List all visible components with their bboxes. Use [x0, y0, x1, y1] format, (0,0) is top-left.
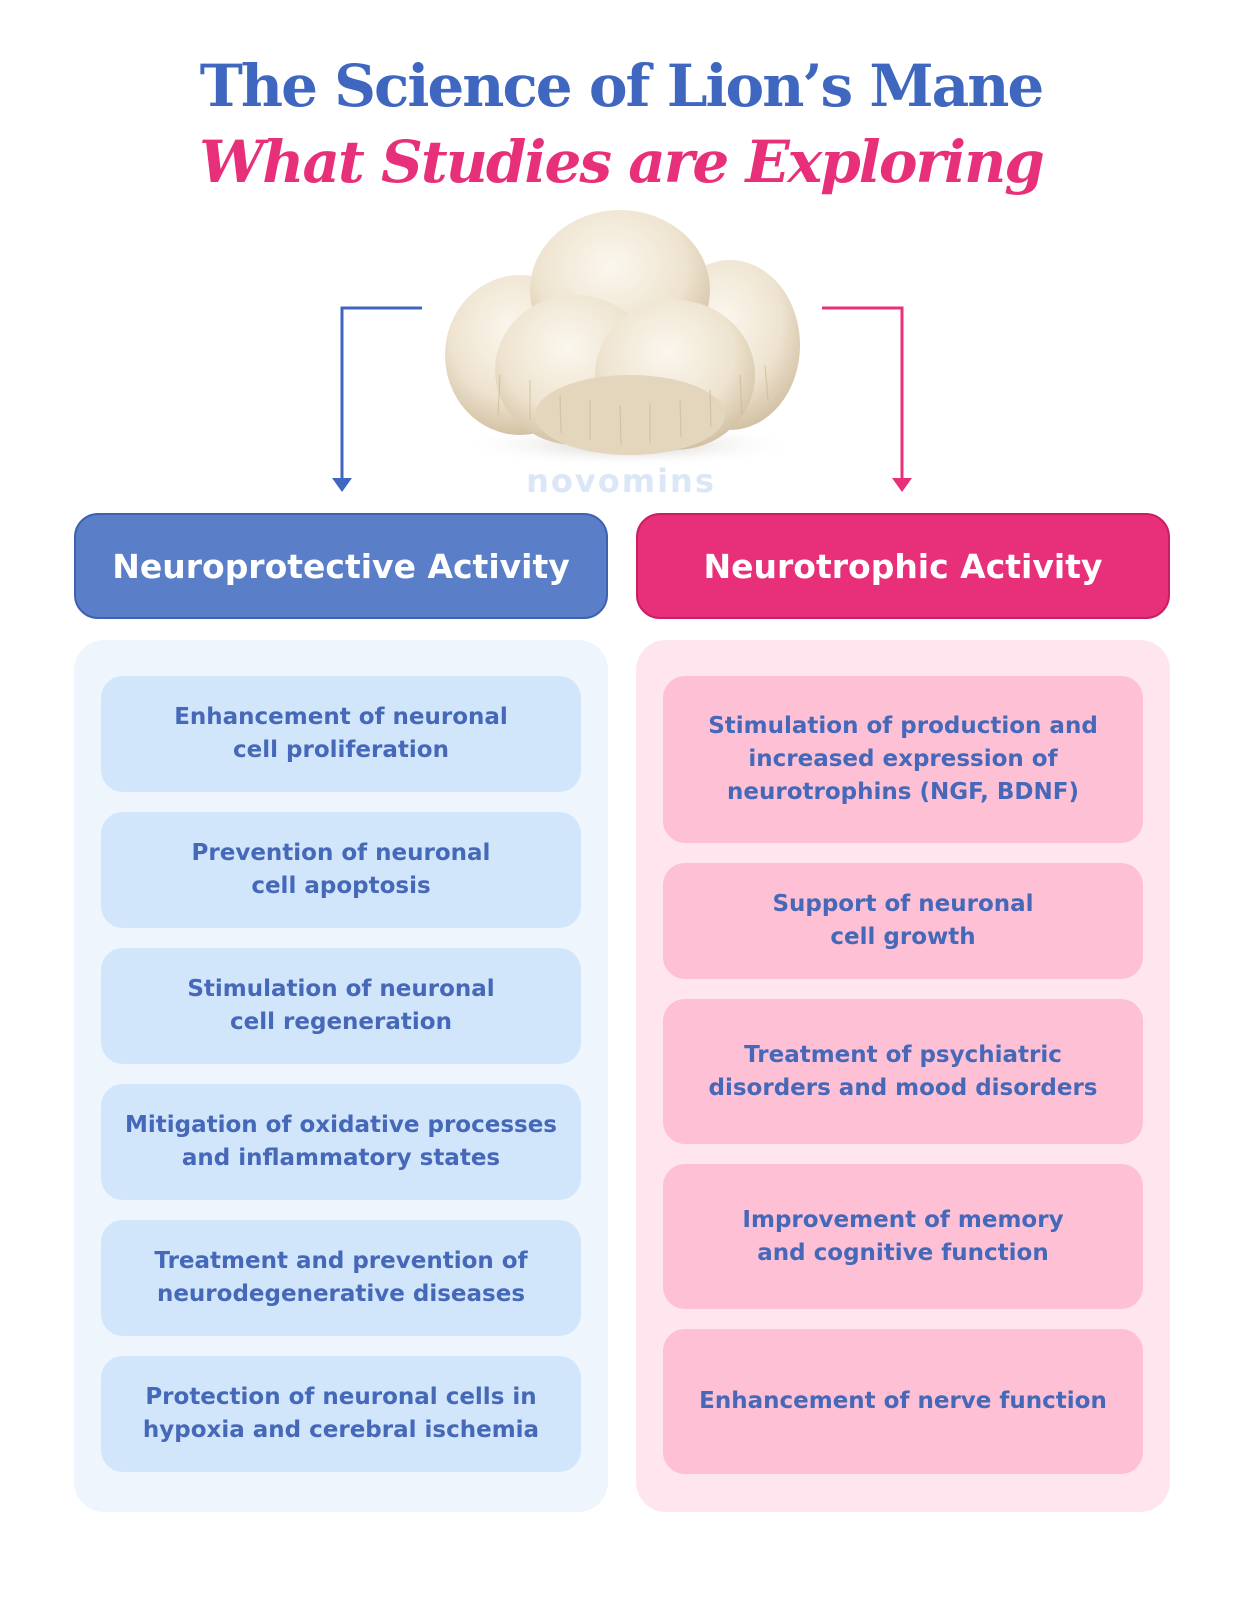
neuroprotective-item: Enhancement of neuronal cell proliferati… [101, 676, 581, 792]
neurotrophic-item: Stimulation of production and increased … [663, 676, 1143, 843]
brand-watermark: novomins [526, 462, 716, 500]
neuroprotective-item: Prevention of neuronal cell apoptosis [101, 812, 581, 928]
neuroprotective-item: Protection of neuronal cells in hypoxia … [101, 1356, 581, 1472]
title-line-1: The Science of Lion’s Mane [199, 52, 1045, 120]
neurotrophic-item: Enhancement of nerve function [663, 1329, 1143, 1474]
neurotrophic-item: Improvement of memory and cognitive func… [663, 1164, 1143, 1309]
title-line-2: What Studies are Exploring [199, 128, 1045, 196]
connector-arrows [332, 306, 912, 492]
neuroprotective-item: Treatment and prevention of neurodegener… [101, 1220, 581, 1336]
neuroprotective-panel: Enhancement of neuronal cell proliferati… [74, 640, 608, 1512]
neuroprotective-header: Neuroprotective Activity [74, 513, 608, 619]
right-connector-arrow [822, 306, 912, 492]
left-connector-arrow [332, 306, 422, 492]
neurotrophic-header: Neurotrophic Activity [636, 513, 1170, 619]
neurotrophic-panel: Stimulation of production and increased … [636, 640, 1170, 1512]
neurotrophic-item: Treatment of psychiatric disorders and m… [663, 999, 1143, 1144]
neuroprotective-item: Mitigation of oxidative processes and in… [101, 1084, 581, 1200]
lions-mane-mushroom-image [445, 210, 800, 467]
neuroprotective-item: Stimulation of neuronal cell regeneratio… [101, 948, 581, 1064]
neurotrophic-item: Support of neuronal cell growth [663, 863, 1143, 979]
